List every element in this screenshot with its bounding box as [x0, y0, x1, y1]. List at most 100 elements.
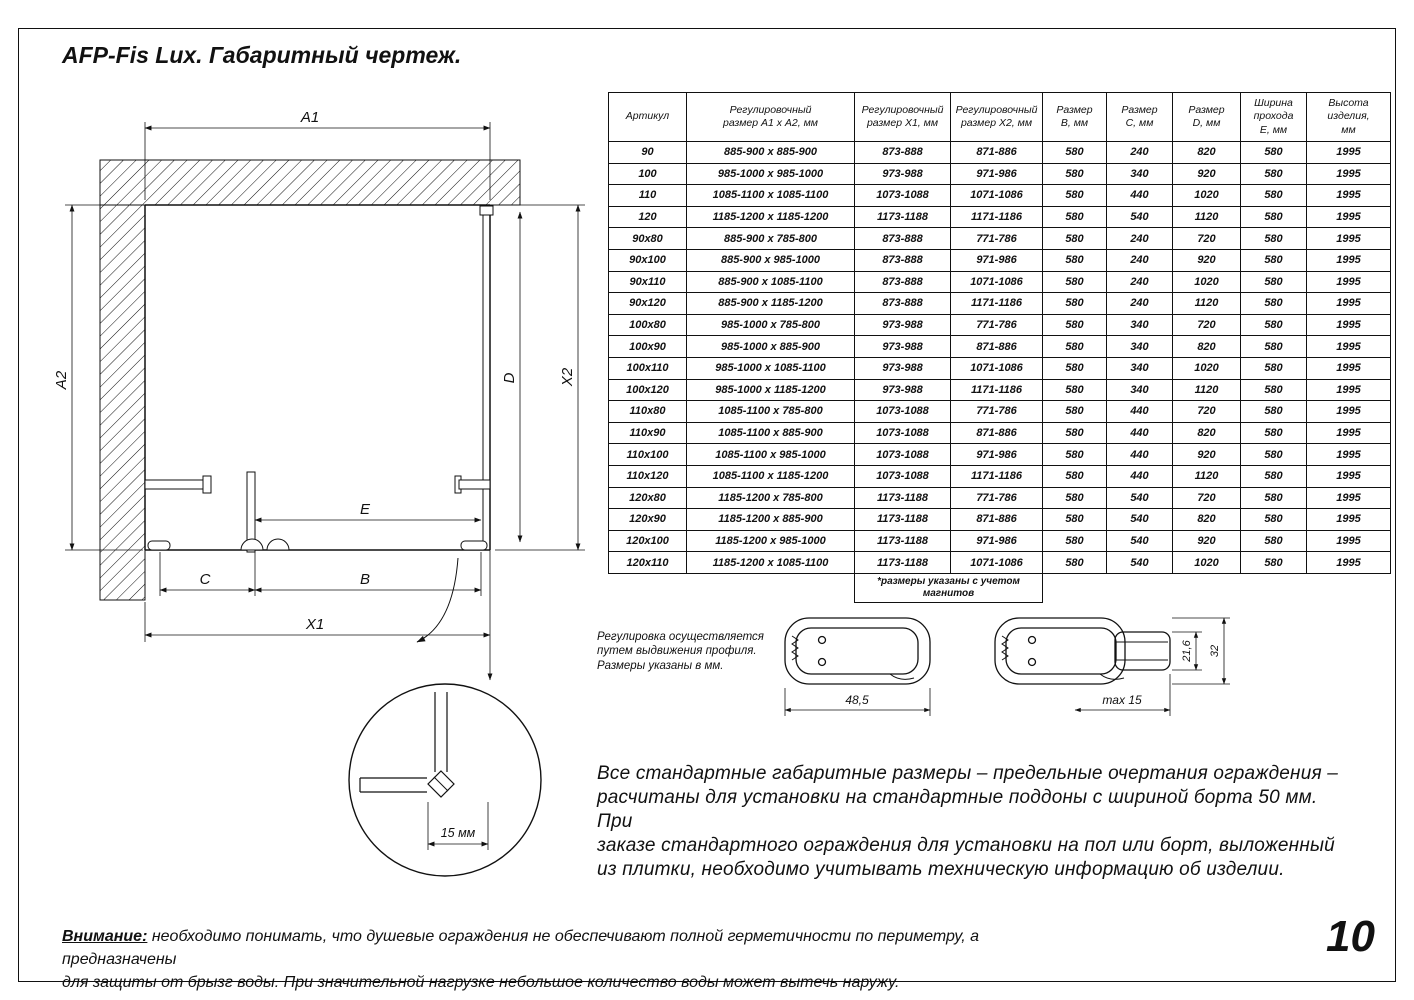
table-cell: 771-786	[950, 400, 1043, 423]
col-height: Высота изделия, мм	[1306, 92, 1391, 142]
table-cell: 580	[1042, 486, 1107, 510]
enclosure-outline	[144, 204, 494, 551]
table-cell: 540	[1106, 486, 1173, 510]
table-cell: 580	[1042, 335, 1107, 358]
table-cell: 1120	[1172, 205, 1241, 229]
table-cell: 1995	[1306, 205, 1391, 229]
table-cell: 120x80	[608, 486, 687, 510]
adjustment-note: Регулировка осуществляется путем выдвиже…	[597, 631, 764, 672]
col-e: Ширина прохода Е, мм	[1240, 92, 1307, 142]
table-cell: 1173-1188	[854, 508, 951, 531]
table-cell: 440	[1106, 443, 1173, 466]
table-cell: 1020	[1172, 270, 1241, 294]
table-cell: 340	[1106, 356, 1173, 380]
table-cell: 1995	[1306, 184, 1391, 207]
table-cell: 1085-1100 x 785-800	[686, 400, 855, 423]
table-cell: 1173-1188	[854, 205, 951, 229]
table-cell: 1171-1186	[950, 378, 1043, 402]
table-cell: 1120	[1172, 378, 1241, 402]
table-cell: 871-886	[950, 508, 1043, 531]
table-cell: 580	[1240, 529, 1307, 553]
table-cell: 1171-1186	[950, 292, 1043, 315]
table-cell: 771-786	[950, 313, 1043, 337]
table-cell: 580	[1240, 141, 1307, 164]
table-cell: 971-986	[950, 162, 1043, 186]
table-cell: 120x110	[608, 551, 687, 574]
table-cell: 1071-1086	[950, 184, 1043, 207]
table-cell: 580	[1240, 292, 1307, 315]
table-cell: 90x110	[608, 270, 687, 294]
table-cell: 580	[1240, 378, 1307, 402]
table-cell: 920	[1172, 248, 1241, 272]
table-cell: 1995	[1306, 141, 1391, 164]
table-cell: 985-1000 x 985-1000	[686, 162, 855, 186]
table-cell: 973-988	[854, 335, 951, 358]
table-cell: 873-888	[854, 292, 951, 315]
table-cell: 720	[1172, 400, 1241, 423]
table-cell: 771-786	[950, 486, 1043, 510]
table-cell: 820	[1172, 141, 1241, 164]
table-cell: 580	[1042, 227, 1107, 250]
profile-dim-inner-height: 21,6	[1181, 639, 1193, 662]
table-cell: 580	[1042, 400, 1107, 423]
table-cell: 440	[1106, 421, 1173, 445]
col-x2: Регулировочный размер Х2, мм	[950, 92, 1043, 142]
table-cell: 580	[1240, 486, 1307, 510]
table-cell: 580	[1240, 184, 1307, 207]
detail-dim-label: 15 мм	[441, 826, 476, 840]
table-cell: 1185-1200 x 1185-1200	[686, 205, 855, 229]
table-cell: 580	[1042, 421, 1107, 445]
table-cell: 580	[1042, 356, 1107, 380]
table-cell: 110x100	[608, 443, 687, 466]
table-cell: 1185-1200 x 1085-1100	[686, 551, 855, 574]
table-cell: 580	[1042, 529, 1107, 553]
table-cell: 580	[1042, 551, 1107, 574]
table-cell: 580	[1042, 292, 1107, 315]
table-cell: 1995	[1306, 162, 1391, 186]
table-cell: 1171-1186	[950, 464, 1043, 488]
table-cell: 580	[1042, 248, 1107, 272]
table-cell: 580	[1240, 551, 1307, 574]
table-cell: 985-1000 x 1085-1100	[686, 356, 855, 380]
table-cell: 873-888	[854, 248, 951, 272]
table-footnote: *размеры указаны с учетом магнитов	[854, 572, 1043, 603]
table-cell: 1995	[1306, 464, 1391, 488]
table-cell: 820	[1172, 508, 1241, 531]
col-artikul: Артикул	[608, 92, 687, 142]
table-cell: 1995	[1306, 508, 1391, 531]
table-cell: 440	[1106, 184, 1173, 207]
table-cell: 540	[1106, 508, 1173, 531]
col-a1a2: Регулировочный размер А1 х А2, мм	[686, 92, 855, 142]
table-cell: 580	[1240, 205, 1307, 229]
table-cell: 120	[608, 205, 687, 229]
dim-label-e: E	[360, 501, 371, 518]
dimensions-table: Артикул Регулировочный размер А1 х А2, м…	[608, 92, 1391, 603]
table-cell: 920	[1172, 162, 1241, 186]
table-cell: 580	[1240, 335, 1307, 358]
table-cell: 440	[1106, 464, 1173, 488]
dim-label-x1: X1	[305, 616, 324, 633]
table-cell: 440	[1106, 400, 1173, 423]
table-cell: 110	[608, 184, 687, 207]
table-cell: 580	[1042, 270, 1107, 294]
table-cell: 120x100	[608, 529, 687, 553]
table-cell: 885-900 x 1185-1200	[686, 292, 855, 315]
wall-left-hatch	[99, 204, 146, 601]
profile-extendable	[994, 617, 1171, 685]
wall-top-hatch	[99, 159, 521, 206]
table-cell: 720	[1172, 227, 1241, 250]
table-cell: 885-900 x 985-1000	[686, 248, 855, 272]
sheet-border	[18, 28, 1396, 982]
table-cell: 985-1000 x 785-800	[686, 313, 855, 337]
table-cell: 110x90	[608, 421, 687, 445]
table-cell: 340	[1106, 162, 1173, 186]
